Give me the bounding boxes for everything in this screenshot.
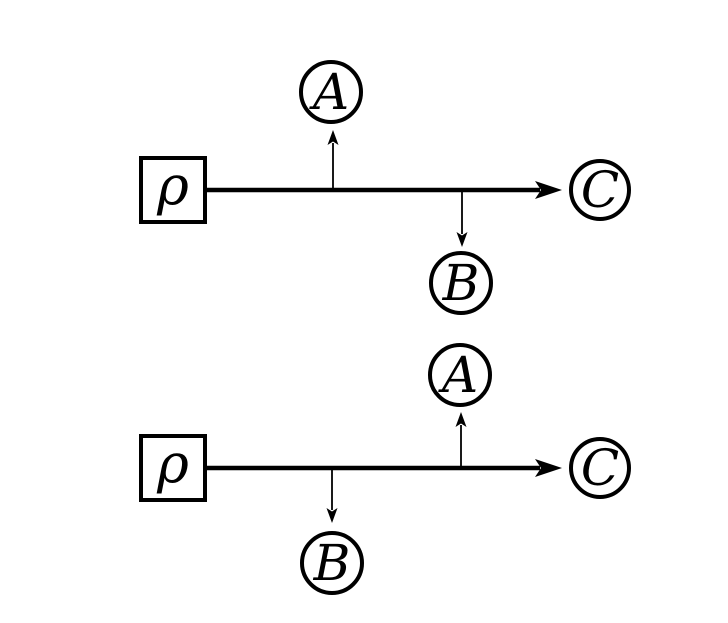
main-wire-arrowhead-icon — [535, 181, 562, 199]
system-b-label: B — [442, 254, 480, 312]
system-b-circle — [429, 251, 493, 315]
branch-up-arrowhead-icon — [327, 130, 339, 145]
system-a-circle — [428, 343, 492, 407]
system-c-circle — [569, 437, 631, 499]
branch-down-arrowhead-icon — [326, 508, 338, 523]
diagram-bottom: ρ B A C — [139, 343, 631, 595]
branch-down-arrowhead-icon — [456, 232, 468, 247]
system-c-circle — [569, 159, 631, 221]
system-b-circle — [300, 531, 364, 595]
main-wire-arrowhead-icon — [535, 459, 562, 477]
diagram-top: ρ A B C — [139, 60, 631, 315]
rho-label: ρ — [156, 432, 189, 495]
system-a-label: A — [309, 63, 349, 121]
branch-up-arrowhead-icon — [455, 412, 467, 427]
system-a-label: A — [438, 346, 478, 404]
system-c-label: C — [581, 439, 619, 497]
system-a-circle — [299, 60, 363, 124]
system-c-label: C — [581, 161, 619, 219]
system-b-label: B — [313, 534, 351, 592]
rho-label: ρ — [156, 154, 189, 217]
